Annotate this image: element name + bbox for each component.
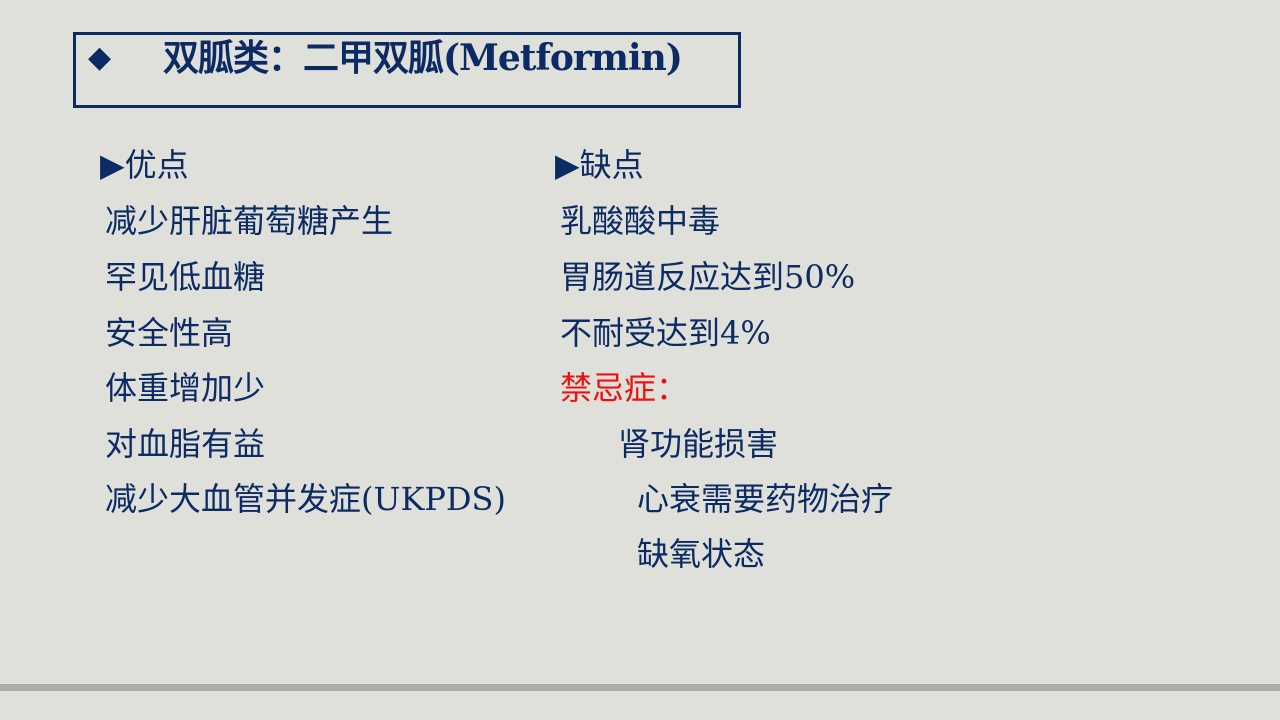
pros-item: 安全性高 <box>105 314 234 352</box>
cons-item: 乳酸酸中毒 <box>560 202 721 240</box>
contraindications-label: 禁忌症： <box>560 369 689 407</box>
cons-item: 不耐受达到4% <box>560 314 771 352</box>
pros-heading: ▶优点 <box>100 146 189 184</box>
pros-item: 体重增加少 <box>105 369 266 407</box>
pros-item: 减少大血管并发症(UKPDS) <box>105 480 506 518</box>
cons-item: 胃肠道反应达到50% <box>560 258 856 296</box>
title-box <box>73 32 741 108</box>
cons-heading: ▶缺点 <box>555 146 644 184</box>
contraindication-item: 肾功能损害 <box>618 425 779 463</box>
pros-item: 罕见低血糖 <box>105 258 266 296</box>
footer-divider <box>0 684 1280 691</box>
slide-title: 双胍类：二甲双胍(Metformin) <box>163 37 683 79</box>
diamond-bullet-icon: ◆ <box>88 40 112 75</box>
contraindication-item: 心衰需要药物治疗 <box>637 480 894 518</box>
pros-item: 减少肝脏葡萄糖产生 <box>105 202 394 240</box>
pros-item: 对血脂有益 <box>105 425 266 463</box>
contraindication-item: 缺氧状态 <box>637 535 766 573</box>
